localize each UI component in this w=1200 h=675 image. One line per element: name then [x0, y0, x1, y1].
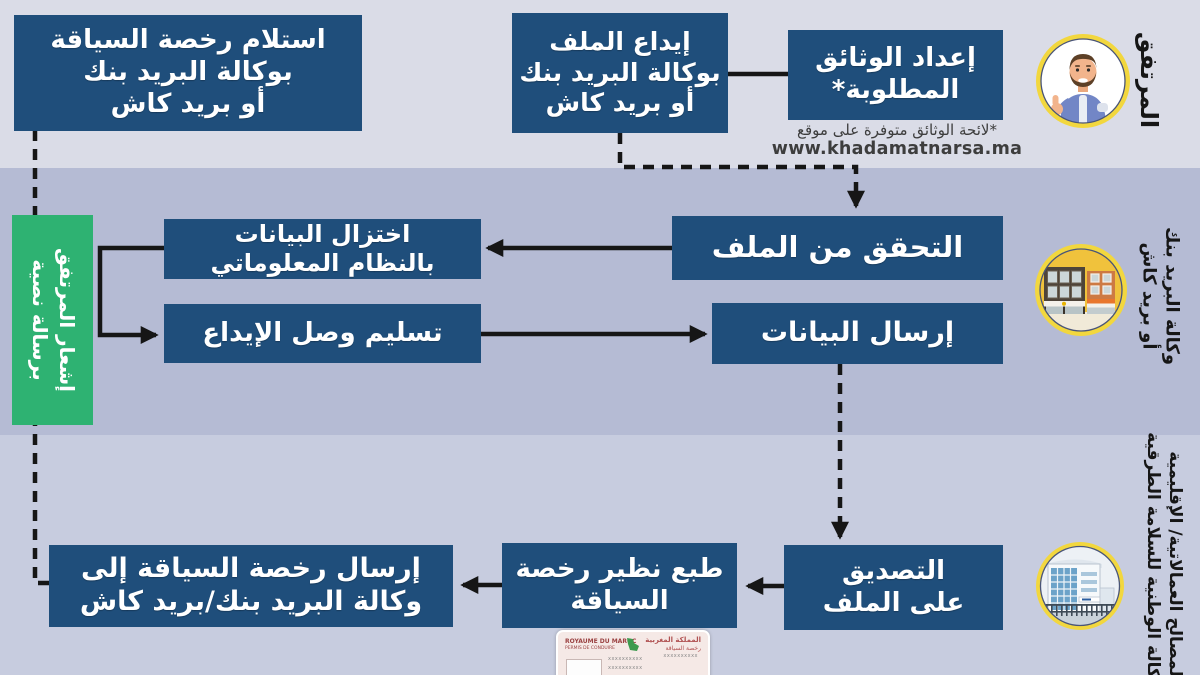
documents-footnote: *لائحة الوثائق متوفرة على موقع www.khada… [766, 121, 1028, 159]
step-send-data: إرسال البيانات [712, 303, 1003, 364]
connector-record-to-receipt [97, 245, 164, 344]
footnote-website: www.khadamatnarsa.ma [771, 139, 1023, 159]
license-masked-field: xxxxxxxxxx [608, 656, 643, 662]
step-receive-license: استلام رخصة السياقة بوكالة البريد بنك أو… [14, 15, 362, 131]
step-print-license: طبع نظير رخصة السياقة [502, 543, 737, 628]
step-prepare-documents: إعداد الوثائق المطلوبة* [788, 30, 1003, 120]
connector-send-license-to-receive [32, 131, 49, 586]
step-deliver-receipt: تسليم وصل الإيداع [164, 304, 481, 363]
driving-license-card: ROYAUME DU MAROC PERMIS DE CONDUIRE المم… [556, 630, 710, 675]
narsa-building-icon [1036, 542, 1124, 634]
license-masked-field: xxxxxxxxxx [608, 665, 643, 671]
license-photo-placeholder: Photo [566, 659, 602, 675]
connector-deposit-to-verify [617, 133, 865, 209]
post-agency-icon [1035, 244, 1127, 340]
license-masked-field: xxxxxxxxxx [663, 653, 698, 659]
step-certify-file: التصديق على الملف [784, 545, 1003, 630]
step-send-license: إرسال رخصة السياقة إلى وكالة البريد بنك/… [49, 545, 453, 627]
sms-notification-label: إشعار المرتفق برسالة نصية [27, 248, 79, 392]
footnote-text: *لائحة الوثائق متوفرة على موقع [797, 121, 997, 139]
step-deposit-file: إيداع الملف بوكالة البريد بنك أو بريد كا… [512, 13, 728, 133]
license-header-fr: ROYAUME DU MAROC PERMIS DE CONDUIRE [565, 638, 637, 651]
sms-notification-box: إشعار المرتفق برسالة نصية [12, 215, 93, 425]
lane-agency [0, 168, 1200, 435]
citizen-avatar-icon [1036, 34, 1130, 132]
step-verify-file: التحقق من الملف [672, 216, 1003, 280]
license-header-ar: المملكة المغربية رخصة السياقة [645, 636, 701, 652]
step-record-data: اختزال البيانات بالنظام المعلوماتي [164, 219, 481, 279]
morocco-map-icon [627, 638, 639, 651]
